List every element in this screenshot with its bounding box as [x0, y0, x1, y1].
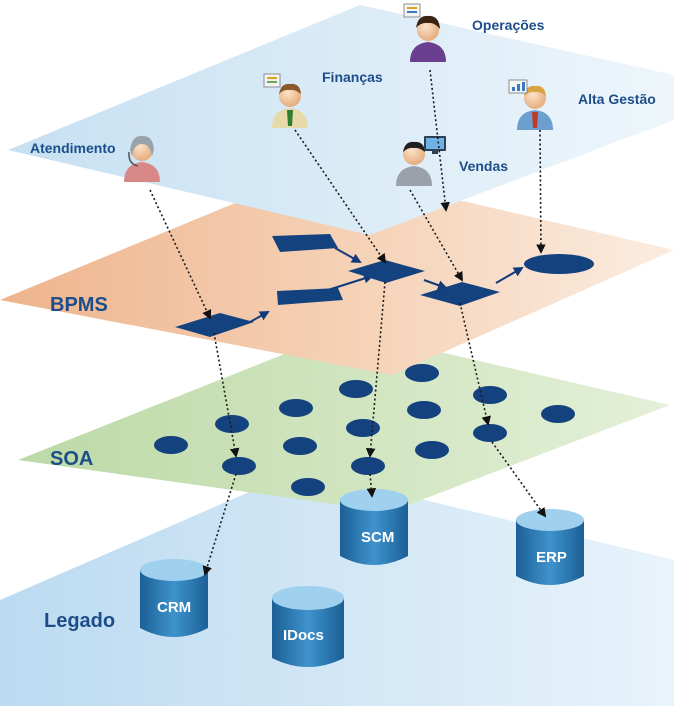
soa-services — [154, 364, 575, 496]
role-label-vendas: Vendas — [459, 158, 508, 174]
soa-service — [346, 419, 380, 437]
soa-service — [351, 457, 385, 475]
soa-service — [405, 364, 439, 382]
chart-icon — [508, 79, 528, 94]
bpms-decision-diamond — [348, 260, 425, 283]
role-label-alta-gestao: Alta Gestão — [578, 91, 656, 107]
system-label-scm: SCM — [361, 529, 394, 546]
bpms-decision-diamond — [175, 313, 254, 337]
soa-service — [541, 405, 575, 423]
bpms-activity-box — [277, 288, 343, 305]
top-plane — [8, 5, 674, 235]
person-icon — [403, 3, 446, 62]
bpms-plane — [0, 168, 674, 375]
layer-label-bpms: BPMS — [50, 294, 108, 316]
person-icon — [396, 136, 446, 186]
role-label-atendimento: Atendimento — [30, 140, 116, 156]
system-cylinder-scm: SCM — [340, 489, 408, 565]
soa-plane — [18, 330, 670, 512]
soa-service — [215, 415, 249, 433]
soa-service — [279, 399, 313, 417]
layer-label-legado: Legado — [44, 610, 115, 632]
person-icon — [124, 135, 160, 182]
connection-arrows — [149, 69, 547, 576]
soa-service — [407, 401, 441, 419]
system-label-crm: CRM — [157, 599, 191, 616]
bpms-activity-box — [272, 234, 338, 252]
system-cylinder-crm: CRM — [140, 559, 208, 637]
soa-service — [339, 380, 373, 398]
legado-plane — [0, 470, 674, 706]
role-label-operacoes: Operações — [472, 17, 545, 33]
role-label-financas: Finanças — [322, 69, 383, 85]
system-cylinder-idocs: IDocs — [272, 586, 344, 667]
bpms-end-event — [524, 254, 594, 274]
bpms-process-flow — [175, 234, 594, 337]
system-label-erp: ERP — [536, 549, 567, 566]
document-icon — [403, 3, 421, 18]
soa-service — [154, 436, 188, 454]
soa-service — [222, 457, 256, 475]
soa-service — [291, 478, 325, 496]
soa-service — [415, 441, 449, 459]
system-cylinder-erp: ERP — [516, 509, 584, 585]
soa-service — [473, 424, 507, 442]
soa-service — [473, 386, 507, 404]
person-icon — [263, 73, 308, 128]
person-icon — [508, 79, 553, 130]
bpms-decision-diamond — [420, 282, 500, 306]
system-label-idocs: IDocs — [283, 627, 324, 644]
document-icon — [263, 73, 281, 88]
layer-label-soa: SOA — [50, 448, 93, 470]
computer-icon — [424, 136, 446, 154]
soa-service — [283, 437, 317, 455]
